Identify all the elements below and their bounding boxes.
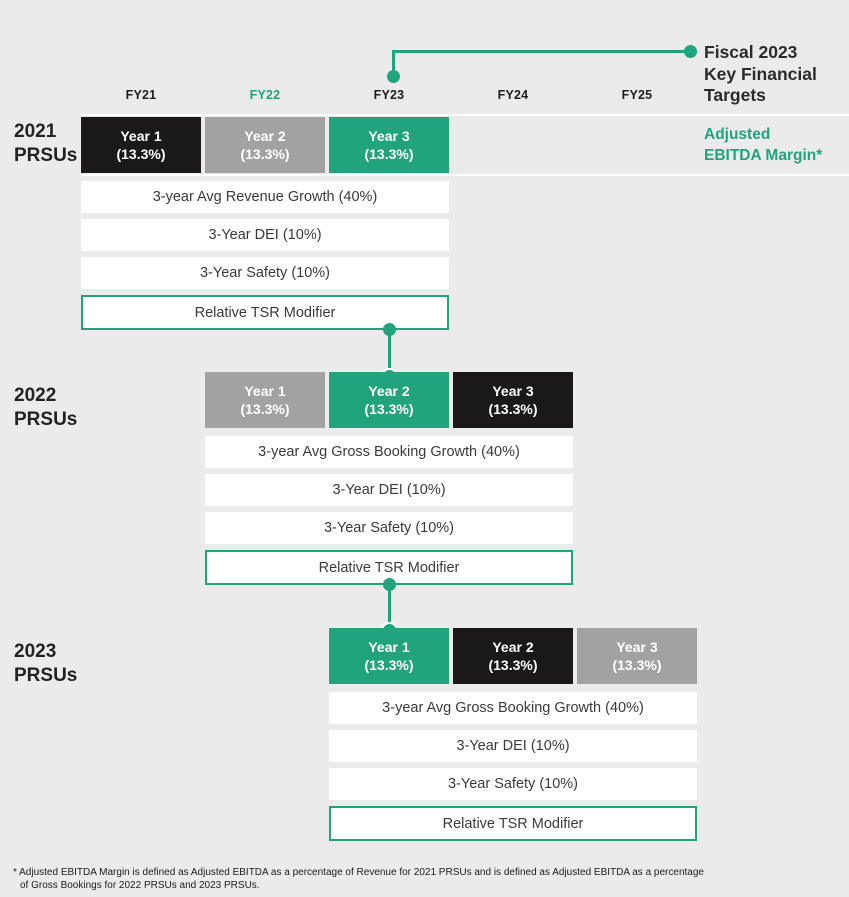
group-label-2021-prsus: 2021 PRSUs (14, 120, 77, 168)
connector-top-dot-callout (684, 45, 697, 58)
adjusted-line-1: Adjusted (704, 126, 771, 143)
year-box-pct: (13.3%) (488, 401, 538, 417)
year-box-2022-year3: Year 3 (13.3%) (453, 372, 573, 428)
connector-1-vline (388, 329, 391, 376)
band-rule-top (81, 114, 849, 116)
adjusted-ebitda-margin-label: Adjusted EBITDA Margin* (704, 124, 822, 166)
year-box-pct: (13.3%) (612, 657, 662, 673)
year-box-2021-year3: Year 3 (13.3%) (329, 117, 449, 173)
connector-top-vline (392, 50, 395, 72)
column-header-fy24: FY24 (497, 88, 529, 102)
year-box-pct: (13.3%) (116, 146, 166, 162)
year-box-2021-year2: Year 2 (13.3%) (205, 117, 325, 173)
metric-row-2021-tsr-modifier: Relative TSR Modifier (81, 295, 449, 330)
column-header-fy25: FY25 (621, 88, 653, 102)
connector-2-vline (388, 584, 391, 630)
footnote-line-2: of Gross Bookings for 2022 PRSUs and 202… (20, 880, 260, 891)
year-box-name: Year 2 (492, 639, 534, 655)
group-label-2022-prsus: 2022 PRSUs (14, 384, 77, 432)
callout-line-2: Key Financial (704, 63, 817, 84)
column-header-fy22: FY22 (249, 88, 281, 102)
fiscal-2023-key-financial-targets-label: Fiscal 2023 Key Financial Targets (704, 42, 817, 107)
group-label-year: 2021 (14, 121, 57, 142)
year-box-name: Year 3 (616, 639, 658, 655)
metric-row-2022-safety: 3-Year Safety (10%) (205, 512, 573, 544)
group-label-2023-prsus: 2023 PRSUs (14, 640, 77, 688)
group-label-suffix: PRSUs (14, 145, 78, 166)
year-box-2023-year3: Year 3 (13.3%) (577, 628, 697, 684)
metric-row-2021-dei: 3-Year DEI (10%) (81, 219, 449, 251)
metric-row-2021-revenue-growth: 3-year Avg Revenue Growth (40%) (81, 181, 449, 213)
footnote-line-1: * Adjusted EBITDA Margin is defined as A… (13, 867, 704, 878)
year-box-2023-year2: Year 2 (13.3%) (453, 628, 573, 684)
year-box-pct: (13.3%) (240, 146, 290, 162)
year-box-pct: (13.3%) (364, 146, 414, 162)
group-label-year: 2023 (14, 641, 57, 662)
metric-row-2022-gross-booking-growth: 3-year Avg Gross Booking Growth (40%) (205, 436, 573, 468)
year-box-2022-year2: Year 2 (13.3%) (329, 372, 449, 428)
metric-row-2023-tsr-modifier: Relative TSR Modifier (329, 806, 697, 841)
year-box-pct: (13.3%) (240, 401, 290, 417)
year-box-2021-year1: Year 1 (13.3%) (81, 117, 201, 173)
year-box-pct: (13.3%) (364, 401, 414, 417)
metric-row-2022-dei: 3-Year DEI (10%) (205, 474, 573, 506)
metric-row-2023-dei: 3-Year DEI (10%) (329, 730, 697, 762)
metric-row-2021-safety: 3-Year Safety (10%) (81, 257, 449, 289)
year-box-name: Year 2 (368, 383, 410, 399)
metric-row-2023-safety: 3-Year Safety (10%) (329, 768, 697, 800)
year-box-2023-year1: Year 1 (13.3%) (329, 628, 449, 684)
year-box-pct: (13.3%) (488, 657, 538, 673)
band-rule-bottom (81, 174, 849, 176)
year-box-2022-year1: Year 1 (13.3%) (205, 372, 325, 428)
year-box-pct: (13.3%) (364, 657, 414, 673)
year-box-name: Year 1 (244, 383, 286, 399)
connector-top-dot-fy23 (387, 70, 400, 83)
metric-row-2023-gross-booking-growth: 3-year Avg Gross Booking Growth (40%) (329, 692, 697, 724)
year-box-name: Year 3 (368, 128, 410, 144)
adjusted-line-2: EBITDA Margin* (704, 147, 823, 164)
column-header-fy21: FY21 (125, 88, 157, 102)
footnote-adjusted-ebitda-definition: * Adjusted EBITDA Margin is defined as A… (13, 866, 704, 892)
column-header-fy23: FY23 (373, 88, 405, 102)
year-box-name: Year 1 (120, 128, 162, 144)
group-label-suffix: PRSUs (14, 409, 78, 430)
connector-top-hline (392, 50, 690, 53)
callout-line-1: Fiscal 2023 (704, 42, 798, 62)
callout-line-3: Targets (704, 85, 766, 105)
year-box-name: Year 1 (368, 639, 410, 655)
group-label-suffix: PRSUs (14, 665, 78, 686)
year-box-name: Year 2 (244, 128, 286, 144)
year-box-name: Year 3 (492, 383, 534, 399)
group-label-year: 2022 (14, 385, 57, 406)
